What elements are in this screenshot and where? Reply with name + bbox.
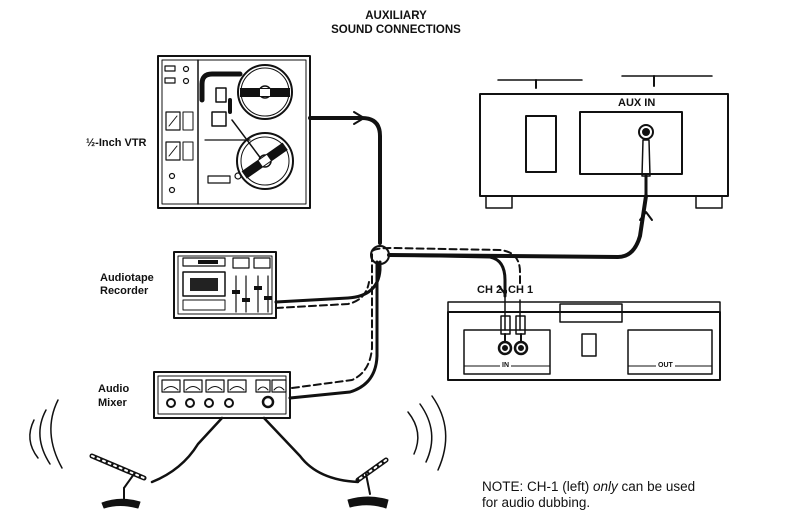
note-emphasis: only [593,479,618,494]
signal-cable-solid [274,111,653,400]
note-text-before: CH-1 (left) [523,479,594,494]
mixer-label-line-2: Mixer [98,397,127,409]
audiotape-label-line-1: Audiotape [100,272,154,284]
aux-in-label: AUX IN [618,97,656,109]
microphone-left-icon [29,399,147,509]
title-line-1: AUXILIARY [365,10,427,22]
in-port-label: IN [500,362,511,370]
signal-cable-dashed [275,247,527,389]
vcr-unit [447,295,721,381]
audiotape-recorder [173,251,277,319]
out-port-label: OUT [656,362,675,370]
note-line-1: NOTE: CH-1 (left) only can be used [482,479,695,495]
diagram-title: AUXILIARY SOUND CONNECTIONS [296,9,496,37]
vtr-deck [157,55,311,209]
monitor-unit [479,75,729,209]
title-line-2: SOUND CONNECTIONS [331,24,461,36]
note-text-after: can be used [617,479,696,494]
microphone-right-icon [347,395,447,509]
note-prefix: NOTE: [482,479,524,494]
audiotape-label-line-2: Recorder [100,285,149,297]
mixer-label-line-1: Audio [98,383,130,395]
vtr-label: ½-Inch VTR [86,137,147,149]
note-line-2: for audio dubbing. [482,495,591,510]
audio-mixer [153,371,291,419]
ch2-label: CH 2 [477,284,503,296]
dubbing-note: NOTE: CH-1 (left) only can be used for a… [482,479,695,511]
ch1-label: CH 1 [507,284,535,297]
microphone-cables [150,416,360,484]
